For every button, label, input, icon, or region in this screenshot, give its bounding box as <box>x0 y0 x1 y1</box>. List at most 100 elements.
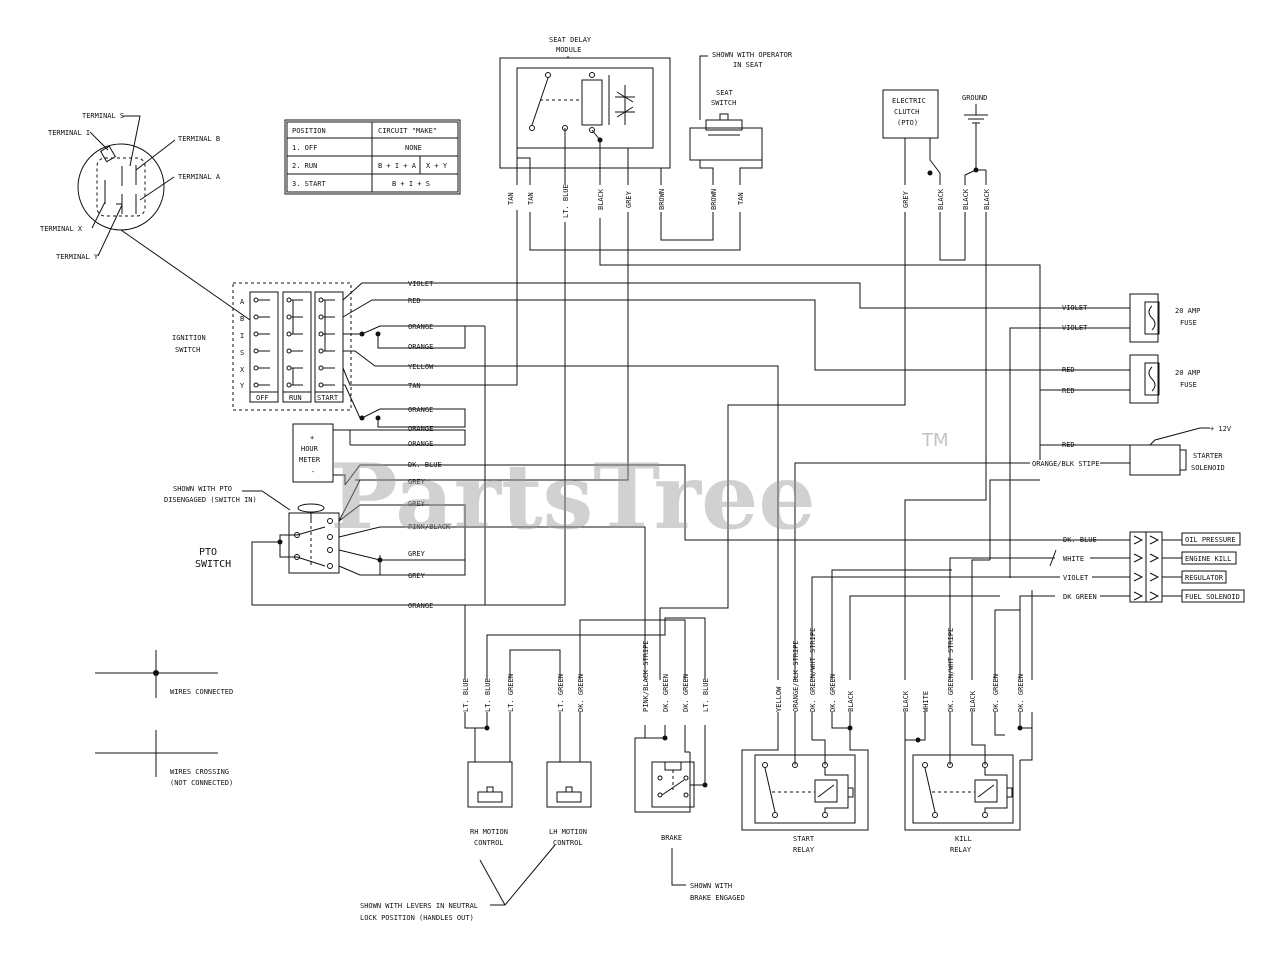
start-relay-label: START <box>793 835 815 843</box>
ignition-contact <box>253 331 259 337</box>
hour-meter-plus: + <box>310 434 314 442</box>
wire-label: GREY <box>408 572 426 580</box>
top-wire-lines <box>516 123 987 185</box>
wire-label: YELLOW <box>408 363 434 371</box>
wire-label: ORANGE <box>408 343 433 351</box>
connector-arrow <box>1149 572 1160 582</box>
seat-delay-label: SEAT DELAY <box>549 36 592 44</box>
table-cell: 2. RUN <box>292 162 317 170</box>
wire-label: TAN <box>527 192 535 205</box>
connector-arrow <box>1133 572 1144 582</box>
ground-symbol: GROUND <box>962 94 988 124</box>
watermark-text: PartsTree <box>330 444 816 550</box>
fuse-label: 20 AMP <box>1175 369 1200 377</box>
wire-label: RED <box>1062 387 1075 395</box>
wire-label: DK. GREEN <box>829 674 837 712</box>
seat-switch-note: SHOWN WITH OPERATOR <box>712 51 793 59</box>
brake-note-text: BRAKE ENGAGED <box>690 894 745 902</box>
ignition-switch: IGNITION SWITCH OFF RUN START A B I S X … <box>172 282 352 411</box>
wire-label: LT. GREEN <box>557 674 565 712</box>
terminal-letter: I <box>240 332 244 340</box>
connector-arrow <box>1133 553 1144 563</box>
clutch-label: ELECTRIC <box>892 97 926 105</box>
wire-label: BLACK <box>983 188 991 210</box>
wire-label: RED <box>1062 441 1075 449</box>
start-relay: START RELAY <box>741 712 869 854</box>
hour-meter-label: HOUR <box>301 445 319 453</box>
clutch-label: CLUTCH <box>894 108 919 116</box>
wire-label: DK. GREEN <box>662 674 670 712</box>
ignition-label: SWITCH <box>175 346 200 354</box>
kill-relay-label: RELAY <box>950 846 972 854</box>
ignition-contact <box>253 314 259 320</box>
lever-note: SHOWN WITH LEVERS IN NEUTRAL LOCK POSITI… <box>360 844 556 922</box>
brake-label: BRAKE <box>661 834 682 842</box>
ignition-contact <box>286 314 292 320</box>
ignition-contact <box>253 382 259 388</box>
wire-label: WHITE <box>1063 555 1084 563</box>
wire-label: BLACK <box>969 690 977 712</box>
pto-switch: SHOWN WITH PTO DISENGAGED (SWITCH IN) PT… <box>164 485 485 606</box>
wire-label: DK. GREEN/WHT STRIPE <box>947 628 955 712</box>
wire-label: DK. GREEN <box>992 674 1000 712</box>
seat-switch-label: SWITCH <box>711 99 736 107</box>
lever-note-text: LOCK POSITION (HANDLES OUT) <box>360 914 474 922</box>
ignition-contact <box>286 382 292 388</box>
wire-label: RED <box>1062 366 1075 374</box>
ignition-col-run: RUN <box>289 394 302 402</box>
lh-motion-label: CONTROL <box>553 839 583 847</box>
wire-label: BLACK <box>902 690 910 712</box>
ignition-contact <box>286 348 292 354</box>
wire-label: LT. GREEN <box>507 674 515 712</box>
table-cell: 1. OFF <box>292 144 317 152</box>
wire-label: LT. BLUE <box>484 678 492 712</box>
ignition-contact <box>253 348 259 354</box>
ignition-contact <box>253 365 259 371</box>
wire-label: DK. GREEN <box>1017 674 1025 712</box>
terminal-letter: A <box>240 298 245 306</box>
wire-label: BROWN <box>658 189 666 210</box>
table-cell: NONE <box>405 144 422 152</box>
wire-label: LT. BLUE <box>562 184 570 218</box>
wire-label: YELLOW <box>775 686 783 712</box>
table-cell: 3. START <box>292 180 327 188</box>
fuse-block-1: 20 AMP FUSE <box>1009 293 1200 578</box>
top-wire-labels: TAN TAN LT. BLUE BLACK GREY BROWN BROWN … <box>507 184 991 218</box>
wire-label: VIOLET <box>1063 574 1089 582</box>
terminal-i-label: TERMINAL I <box>48 129 90 137</box>
ignition-contact <box>318 382 324 388</box>
starter-solenoid: + 12V STARTER SOLENOID <box>794 425 1232 680</box>
lever-note-text: SHOWN WITH LEVERS IN NEUTRAL <box>360 902 478 910</box>
table-cell: X + Y <box>426 162 448 170</box>
table-cell: B + I + S <box>392 180 430 188</box>
wire-label: GREY <box>625 190 633 208</box>
terminal-letter: B <box>240 315 244 323</box>
terminal-letter: X <box>240 366 245 374</box>
starter-label: STARTER <box>1193 452 1223 460</box>
wire-label: BROWN <box>710 189 718 210</box>
seat-switch-label: SEAT <box>716 89 734 97</box>
engine-label-regulator: REGULATOR <box>1185 574 1224 582</box>
ignition-contact <box>318 314 324 320</box>
ignition-col-off: OFF <box>256 394 269 402</box>
lh-motion-label: LH MOTION <box>549 828 587 836</box>
ignition-contact <box>286 297 292 303</box>
wire-label: BLACK <box>962 188 970 210</box>
wire-label: VIOLET <box>408 280 434 288</box>
wire-label: TAN <box>408 382 421 390</box>
starter-voltage: + 12V <box>1210 425 1232 433</box>
starter-label: SOLENOID <box>1191 464 1225 472</box>
electric-clutch: ELECTRIC CLUTCH (PTO) <box>882 89 939 139</box>
ignition-terminal-view: TERMINAL S TERMINAL I TERMINAL B TERMINA… <box>40 112 251 321</box>
rh-motion-label: CONTROL <box>474 839 504 847</box>
legend-crossing-label: WIRES CROSSING <box>170 768 229 776</box>
wire-label: WHITE <box>922 691 930 712</box>
pto-note: DISENGAGED (SWITCH IN) <box>164 496 257 504</box>
ignition-contact <box>318 297 324 303</box>
terminal-b-label: TERMINAL B <box>178 135 220 143</box>
start-relay-label: RELAY <box>793 846 815 854</box>
brake-switch: BRAKE <box>634 725 708 842</box>
ignition-contact <box>318 365 324 371</box>
